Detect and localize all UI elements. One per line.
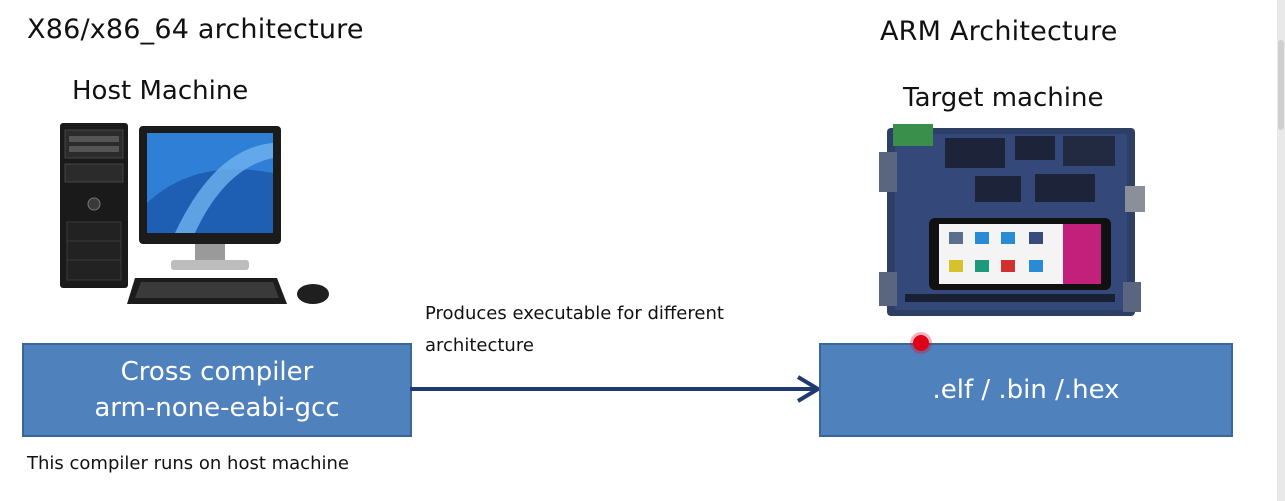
host-machine-label: Host Machine (72, 76, 249, 106)
cross-compiler-name: arm-none-eabi-gcc (94, 393, 340, 423)
cross-compiler-box: Cross compiler arm-none-eabi-gcc (22, 343, 412, 437)
arm-dev-board-icon (879, 124, 1145, 316)
target-architecture-title: ARM Architecture (880, 16, 1118, 47)
cross-compiler-title: Cross compiler (120, 357, 314, 387)
target-machine-label: Target machine (903, 83, 1104, 113)
scrollbar-track[interactable] (1277, 0, 1285, 501)
arrow-label-line2: architecture (425, 335, 534, 356)
laser-pointer-dot-icon (910, 332, 932, 354)
scrollbar-thumb[interactable] (1278, 40, 1284, 130)
output-formats-box: .elf / .bin /.hex (819, 343, 1233, 437)
arrow-label-line1: Produces executable for different (425, 303, 724, 324)
arrow-connector (410, 375, 822, 403)
compiler-footnote: This compiler runs on host machine (27, 453, 349, 474)
output-formats-text: .elf / .bin /.hex (932, 375, 1120, 405)
arrow-label: Produces executable for different archit… (425, 298, 724, 362)
host-architecture-title: X86/x86_64 architecture (27, 14, 364, 45)
desktop-computer-icon (60, 123, 329, 304)
